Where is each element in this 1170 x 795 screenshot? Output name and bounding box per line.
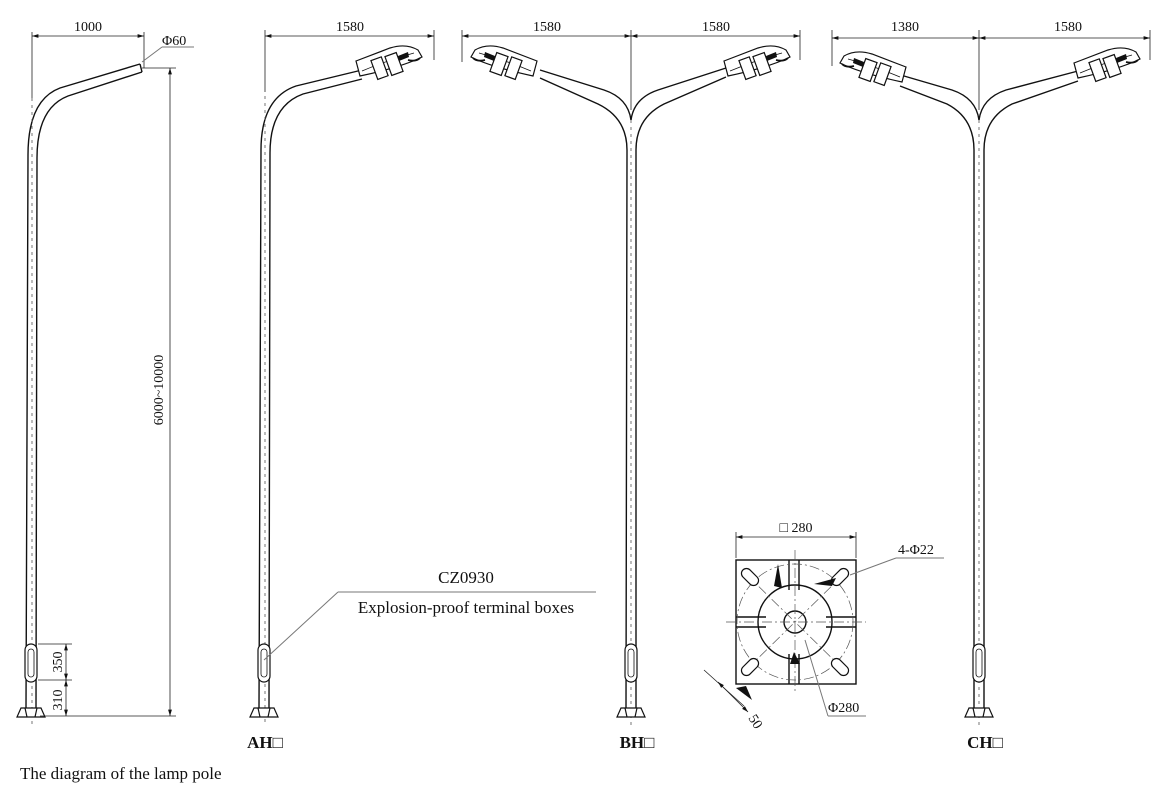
pole-a-tube-diameter: Φ60 xyxy=(162,34,186,49)
base-plate-circle: Φ280 xyxy=(828,701,859,716)
pole-d-model: CH□ xyxy=(967,733,1003,752)
callout-description: Explosion-proof terminal boxes xyxy=(358,598,574,617)
base-plate-slot-offset: 50 xyxy=(745,712,765,732)
pole-b-arm-width: 1580 xyxy=(336,20,364,35)
pole-c-right-arm: 1580 xyxy=(702,20,730,35)
pole-d-left-arm: 1380 xyxy=(891,20,919,35)
pole-a-door-offset: 310 xyxy=(51,690,66,711)
pole-b-model: AH□ xyxy=(247,733,283,752)
pole-b: 1580 AH□ xyxy=(247,20,435,752)
callout-code: CZ0930 xyxy=(438,568,494,587)
terminal-box-callout: CZ0930 Explosion-proof terminal boxes xyxy=(263,568,596,661)
base-plate-holes: 4-Φ22 xyxy=(898,543,934,558)
base-plate: □ 280 4-Φ22 Φ280 50 xyxy=(703,521,944,732)
pole-c: 1580 1580 BH□ xyxy=(461,20,801,752)
pole-c-model: BH□ xyxy=(620,733,655,752)
diagram-caption: The diagram of the lamp pole xyxy=(20,764,222,783)
pole-a-door-height: 350 xyxy=(51,652,66,673)
pole-a-height-range: 6000~10000 xyxy=(152,355,167,426)
pole-c-left-arm: 1580 xyxy=(533,20,561,35)
pole-a-arm-width: 1000 xyxy=(74,20,102,35)
pole-d: 1380 1580 CH□ xyxy=(831,20,1151,752)
pole-d-right-arm: 1580 xyxy=(1054,20,1082,35)
pole-a: 1000 Φ60 6000~10000 350 310 xyxy=(16,20,194,725)
base-plate-side: □ 280 xyxy=(780,521,813,536)
